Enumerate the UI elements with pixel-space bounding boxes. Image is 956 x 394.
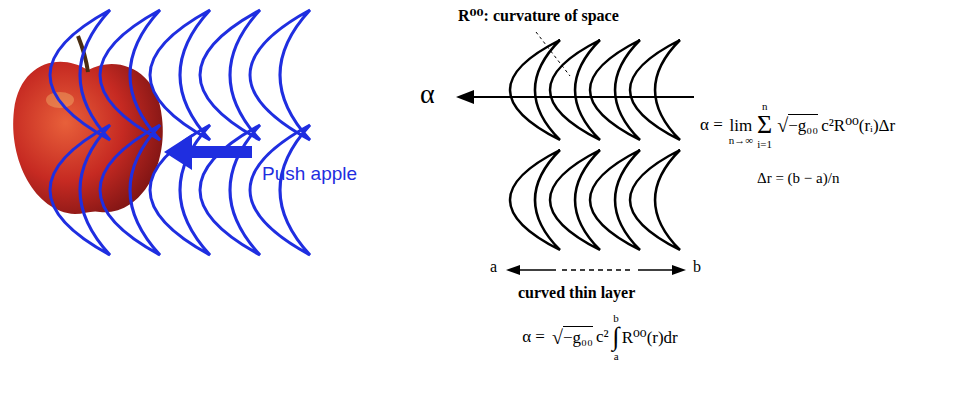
alpha-arrow — [470, 96, 694, 98]
annotation: Push apple — [262, 163, 357, 185]
formula: Δr = (b − a)/n — [757, 170, 839, 187]
formula-term: √ — [777, 114, 788, 137]
formula-term: α = — [522, 327, 545, 347]
symbol: α — [420, 78, 435, 110]
range-arrowhead — [672, 265, 686, 275]
formula-limit: a — [614, 350, 619, 362]
formula: α = √−g₀₀c² b∫aR⁰⁰(r)dr — [522, 312, 678, 362]
annotation: R⁰⁰: curvature of space — [458, 6, 619, 25]
formula-limit: b — [613, 312, 619, 324]
range-arrowhead — [506, 265, 520, 275]
formula-term: α = — [700, 115, 723, 135]
formula-limit: n — [762, 100, 768, 112]
caption-label: curved thin layer — [518, 284, 635, 302]
range-arrow — [518, 269, 556, 271]
formula-term: −g₀₀ — [788, 114, 818, 136]
formula-term: −g₀₀ — [563, 326, 593, 348]
formula-stack: ​limn→∞ — [729, 105, 753, 146]
curved-layers — [50, 10, 310, 255]
range-arrow — [638, 269, 674, 271]
formula-term: c²R⁰⁰(rᵢ)Δr — [821, 115, 895, 136]
push-arrow — [186, 146, 252, 158]
formula-limit: n→∞ — [729, 134, 753, 146]
formula: α = ​limn→∞ nΣi=1 √−g₀₀c²R⁰⁰(rᵢ)Δr — [700, 100, 895, 150]
formula-operator: ∫ — [613, 324, 620, 350]
leader-line — [536, 32, 570, 76]
push-arrowhead — [164, 134, 192, 170]
formula-term: c² — [596, 327, 609, 347]
formula-operator: Σ — [757, 112, 772, 138]
formula-stack: b∫a — [613, 312, 620, 362]
endpoint: a — [490, 258, 497, 276]
formula-term: √ — [552, 326, 563, 349]
range-dashes — [562, 269, 632, 271]
formula-stack: nΣi=1 — [757, 100, 772, 150]
curved-thin-layer — [510, 40, 680, 250]
formula-limit: i=1 — [757, 138, 772, 150]
formula-term: R⁰⁰(r)dr — [622, 327, 678, 348]
formula-operator: lim — [730, 117, 753, 134]
endpoint: b — [693, 258, 701, 276]
alpha-arrowhead — [456, 90, 474, 104]
